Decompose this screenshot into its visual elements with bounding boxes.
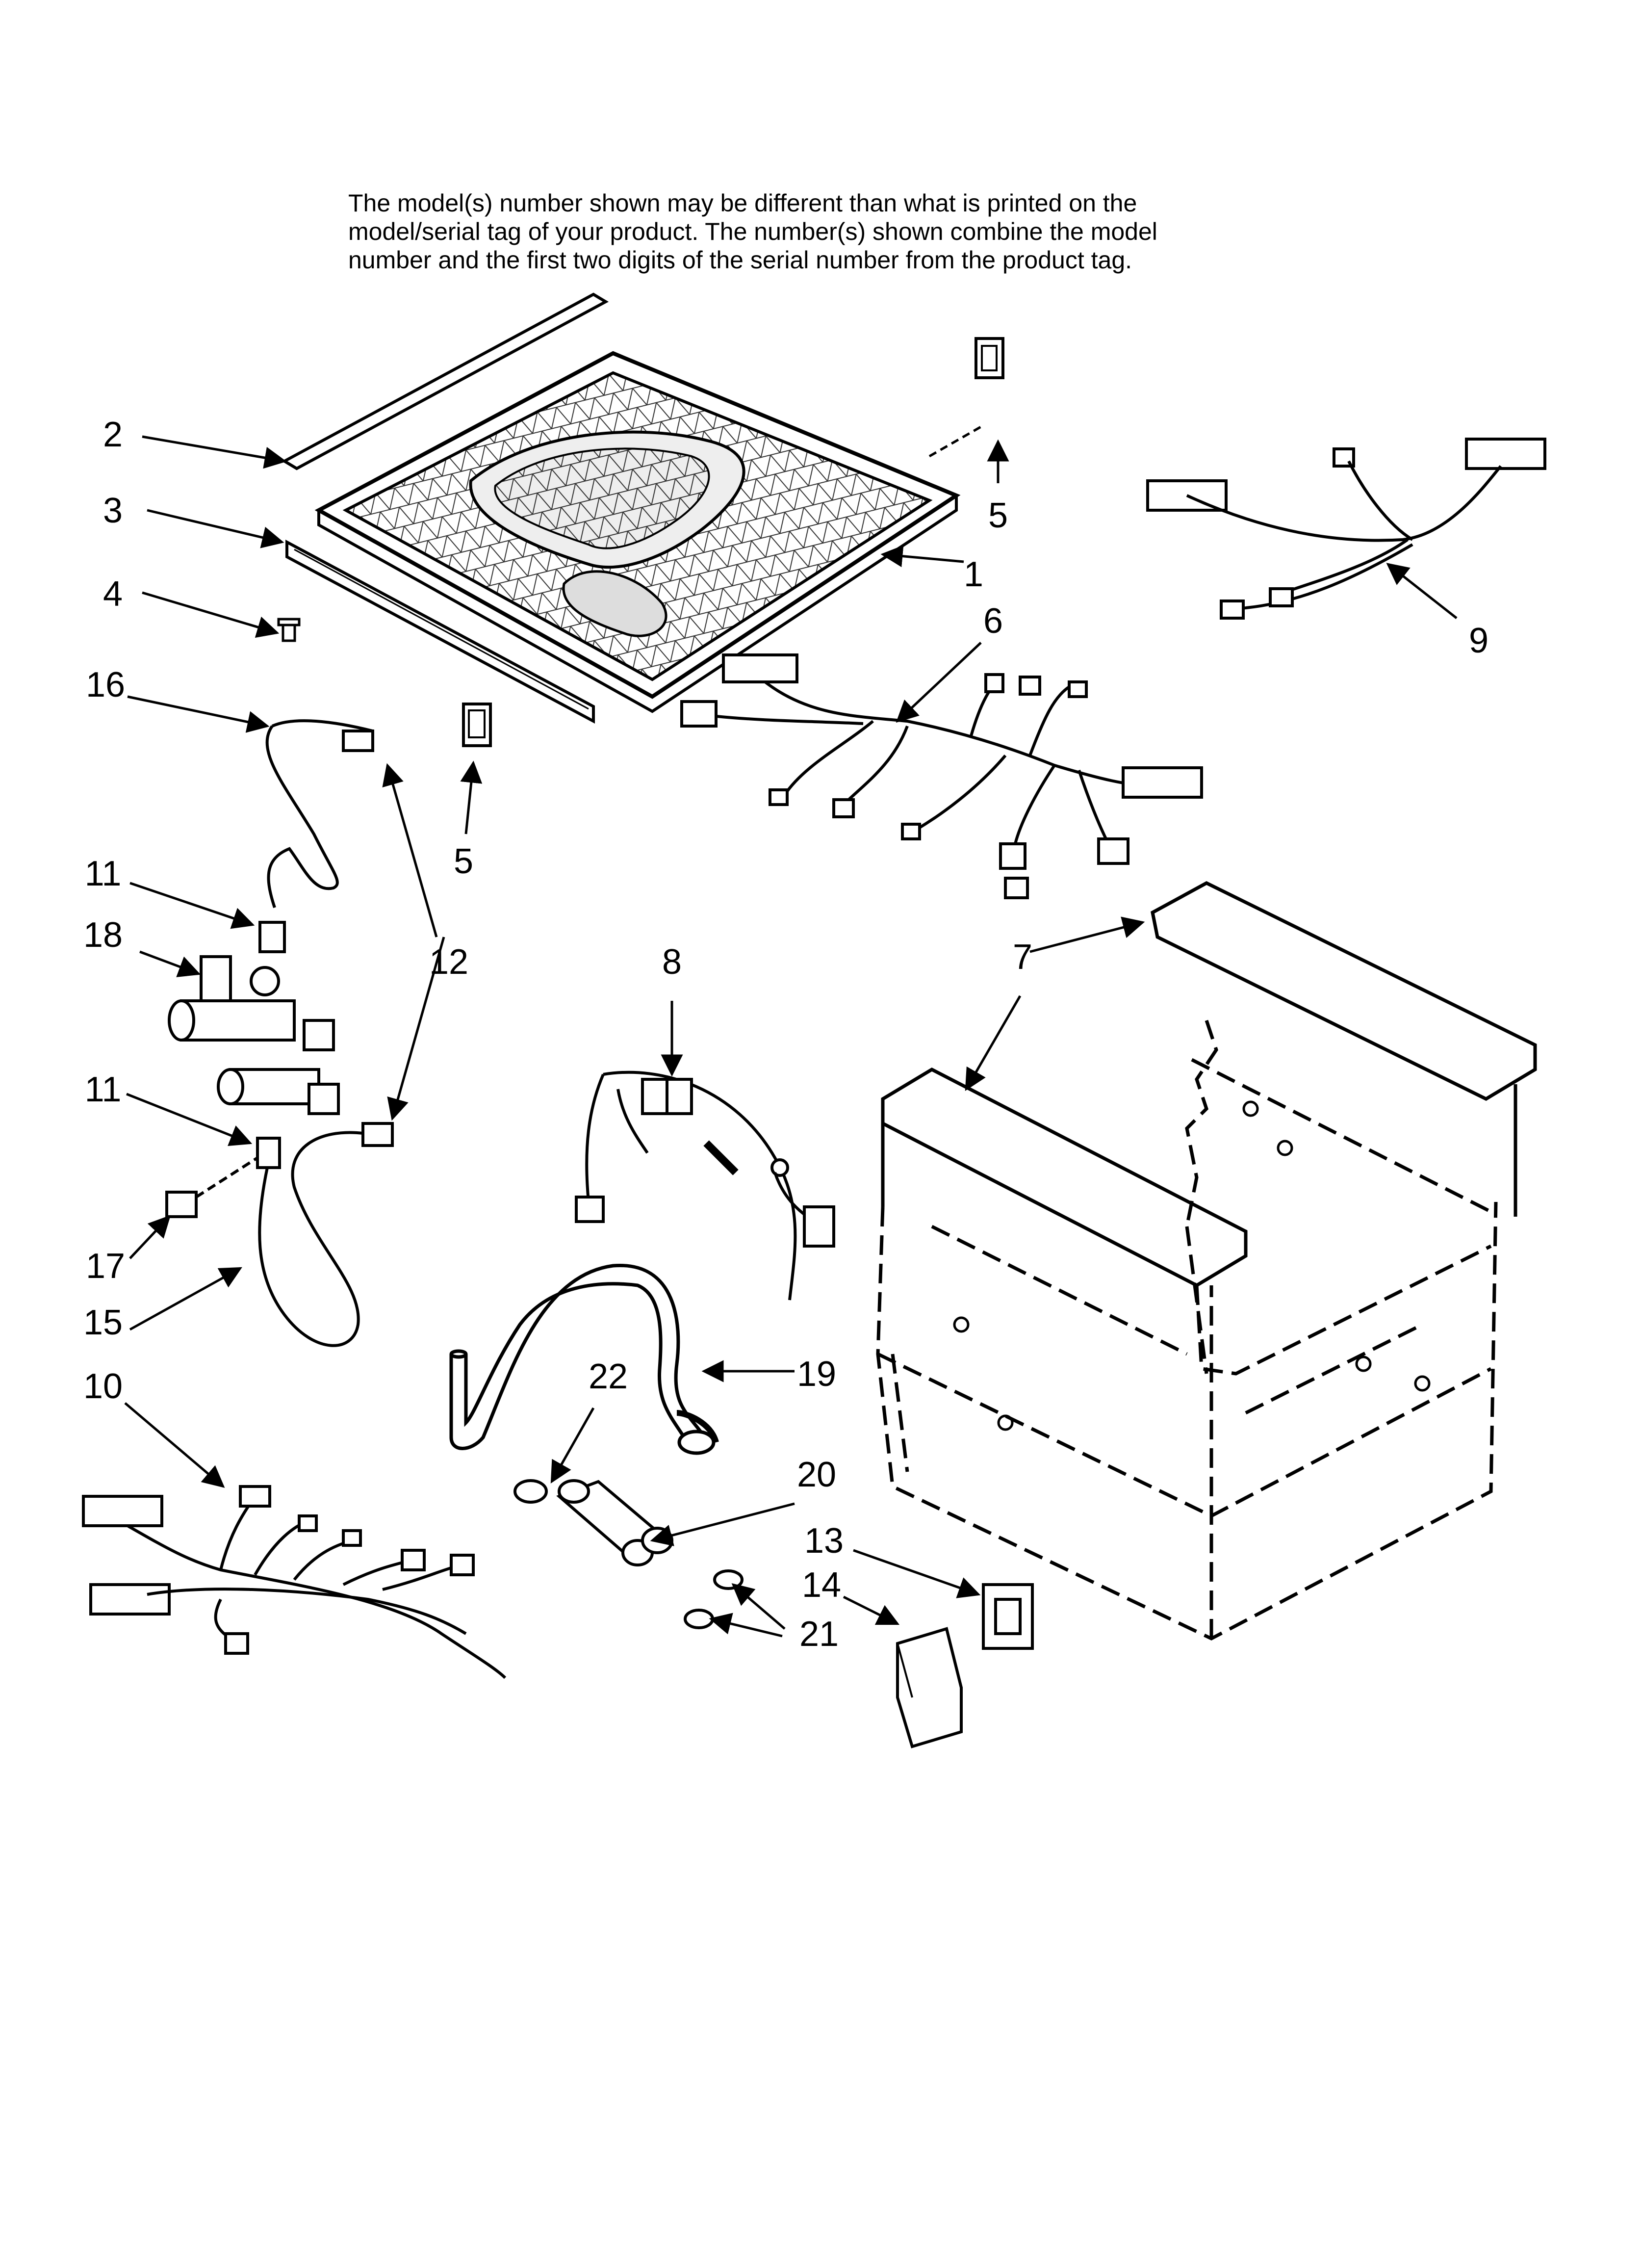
part-3-front-rail xyxy=(285,539,595,724)
callout-19: 19 xyxy=(797,1355,836,1394)
part-14-cover xyxy=(896,1627,963,1748)
callout-18: 18 xyxy=(83,915,123,955)
alignment-guide-5 xyxy=(928,425,982,458)
part-17-clip xyxy=(165,1191,198,1218)
callout-12: 12 xyxy=(429,942,468,982)
part-16-fill-hose xyxy=(265,719,374,908)
part-10-wiring-harness xyxy=(82,1485,507,1679)
callout-22: 22 xyxy=(589,1357,628,1396)
part-15-fill-hose xyxy=(258,1122,394,1347)
part-13-switch xyxy=(982,1583,1034,1650)
model-note-line-1: The model(s) number shown may be differe… xyxy=(348,189,1137,217)
part-22-hose-clamp xyxy=(513,1479,548,1504)
leader-arrows xyxy=(124,435,1458,1638)
callout-4: 4 xyxy=(103,574,123,614)
part-4-screw xyxy=(277,618,301,642)
part-7-frame xyxy=(876,881,1537,1641)
part-9-wiring-harness xyxy=(1146,438,1546,620)
callout-14: 14 xyxy=(802,1565,841,1605)
callout-10: 10 xyxy=(83,1367,123,1406)
part-19-drain-hose xyxy=(449,1264,719,1455)
callout-3: 3 xyxy=(103,491,123,530)
callout-21: 21 xyxy=(799,1615,839,1654)
callout-6: 6 xyxy=(983,601,1003,641)
callout-11-upper: 11 xyxy=(85,854,122,893)
part-8-sensor-harness xyxy=(575,1070,835,1301)
model-note-line-3: number and the first two digits of the s… xyxy=(348,246,1132,274)
part-1-base-panel xyxy=(314,351,961,713)
model-note-line-2: model/serial tag of your product. The nu… xyxy=(348,218,1157,245)
callout-5-top: 5 xyxy=(988,496,1008,535)
part-5-clip-top xyxy=(975,337,1004,379)
part-6-wiring-harness xyxy=(680,653,1203,899)
alignment-guide-17 xyxy=(195,1156,258,1199)
callout-1: 1 xyxy=(964,555,983,594)
callout-15: 15 xyxy=(83,1303,123,1342)
part-5-clip-bottom xyxy=(462,703,492,747)
callout-7: 7 xyxy=(1013,938,1032,977)
part-20-drain-connector xyxy=(556,1479,673,1566)
callout-11-lower: 11 xyxy=(85,1070,122,1109)
callout-labels: 1 2 3 4 5 5 6 7 8 9 10 11 11 12 13 14 15… xyxy=(83,415,1488,1654)
callout-20: 20 xyxy=(797,1455,836,1494)
part-2-rail-strip xyxy=(281,292,609,470)
callout-5-bottom: 5 xyxy=(454,842,473,881)
part-11-connector-lower xyxy=(256,1137,281,1169)
part-11-connector-upper xyxy=(258,921,286,953)
callout-13: 13 xyxy=(804,1521,844,1561)
callout-16: 16 xyxy=(86,665,125,704)
callout-8: 8 xyxy=(662,942,682,982)
part-18-water-valve xyxy=(168,955,340,1115)
callout-2: 2 xyxy=(103,415,123,454)
callout-17: 17 xyxy=(86,1247,125,1286)
callout-9: 9 xyxy=(1469,621,1488,660)
